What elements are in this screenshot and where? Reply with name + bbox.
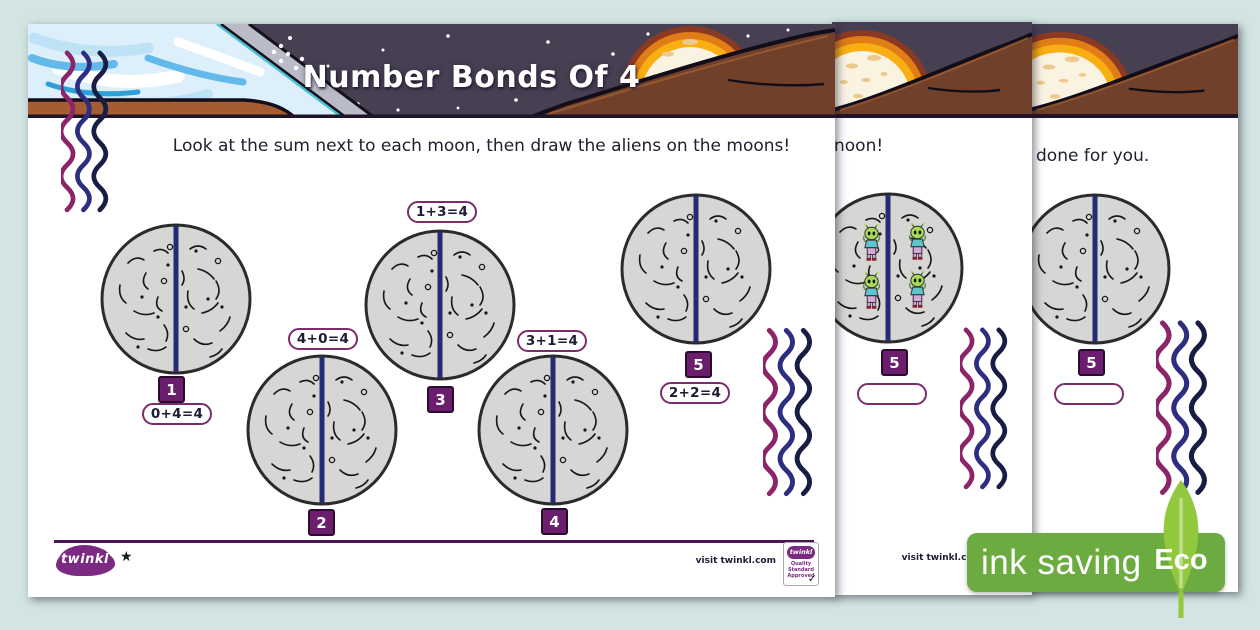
moon-number-badge: 4: [541, 508, 568, 535]
moon-number-badge: 2: [308, 509, 335, 536]
visit-link-text: visit twinkl.com: [695, 556, 776, 566]
quality-standard-badge: twinkl Quality Standard Approved: [783, 542, 819, 586]
visit-link-text: visit twinkl.com: [901, 553, 982, 563]
moon-number-badge: 3: [427, 386, 454, 413]
moon-number-badge: 5: [685, 351, 712, 378]
ink-saving-label: ink saving: [981, 542, 1142, 582]
moon-number-badge: 5: [881, 349, 908, 376]
sum-pill: 3+1=4: [517, 330, 587, 352]
page-title: Number Bonds Of 4: [302, 60, 641, 95]
twinkl-badge-logo: twinkl: [787, 546, 815, 559]
moon-illustration: [475, 352, 631, 508]
moon-illustration: [832, 190, 966, 346]
moon-number-badge: 5: [1078, 349, 1105, 376]
moon-number-badge: 1: [158, 376, 185, 403]
sum-pill: 0+4=4: [142, 403, 212, 425]
footer-divider: [54, 540, 814, 543]
quality-badge-text: Quality Standard Approved: [787, 561, 815, 579]
alien-illustration: [862, 271, 881, 310]
space-header-illustration: [28, 24, 835, 118]
worksheet-page-1: Number Bonds Of 4 Look at the sum next t…: [28, 24, 835, 597]
space-header-illustration: [832, 22, 1032, 118]
empty-sum-pill: [1054, 383, 1124, 405]
empty-sum-pill: [857, 383, 927, 405]
eco-label: Eco: [1154, 544, 1208, 576]
alien-illustration: [908, 270, 927, 309]
wavy-lines-decoration: [960, 303, 1010, 531]
sum-pill: 2+2=4: [660, 382, 730, 404]
moon-illustration: [1028, 191, 1173, 347]
instruction-fragment: done for you.: [1036, 146, 1150, 166]
moon-illustration: [98, 221, 254, 377]
sum-pill: 1+3=4: [407, 201, 477, 223]
moon-illustration: [618, 191, 774, 347]
wavy-lines-decoration: [61, 28, 111, 252]
eco-leaf-icon: [1163, 480, 1199, 618]
worksheet-page-3: done for you. 5: [1028, 24, 1238, 592]
twinkl-logo: twinkl: [58, 545, 112, 574]
sum-pill: 4+0=4: [288, 328, 358, 350]
alien-illustration: [862, 223, 881, 262]
alien-illustration: [908, 222, 927, 261]
space-header-illustration: [1028, 24, 1238, 118]
star-icon: [120, 549, 133, 565]
instruction-text: Look at the sum next to each moon, then …: [172, 136, 791, 156]
wavy-lines-decoration: [763, 304, 815, 538]
worksheet-page-2: noon! 5 visit twinkl.com: [832, 22, 1032, 595]
checkmark-icon: [808, 572, 817, 585]
instruction-fragment: noon!: [834, 136, 884, 156]
